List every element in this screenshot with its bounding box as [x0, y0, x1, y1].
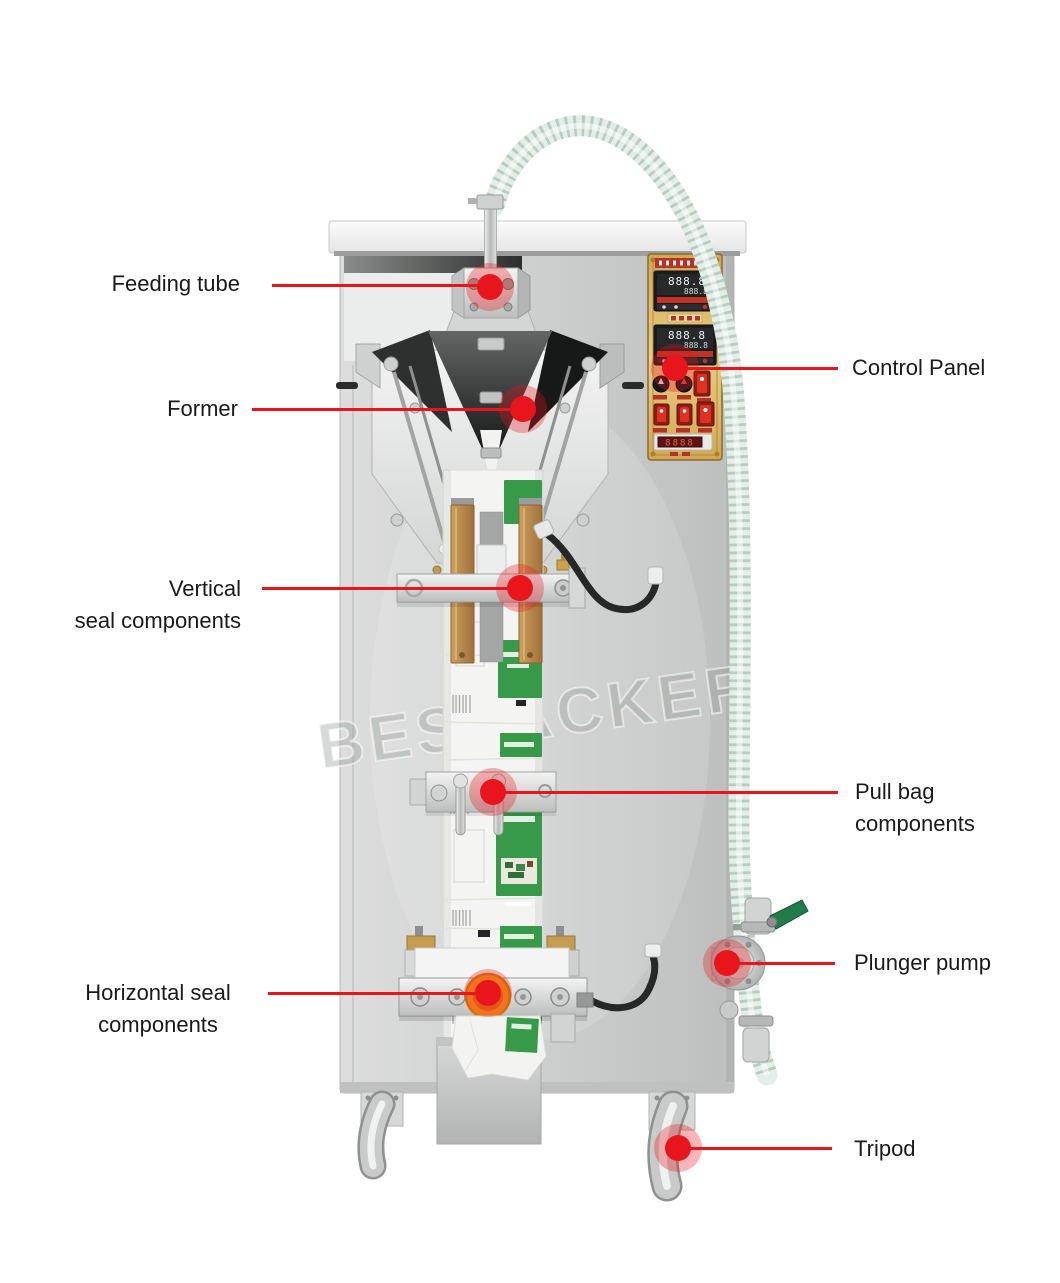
leader-line [272, 284, 490, 287]
svg-text:888.8: 888.8 [684, 341, 708, 350]
finished-bag-tail [451, 1015, 547, 1081]
annotation-label: Horizontal seal components [85, 980, 231, 1037]
leader-line [677, 367, 838, 370]
panel-knobs [652, 370, 715, 433]
callout-dot [477, 274, 503, 300]
callout-dot [714, 950, 740, 976]
callout-dot [475, 980, 501, 1006]
svg-text:8888: 8888 [665, 439, 695, 449]
leader-line [262, 587, 520, 590]
annotation-label: Plunger pump [854, 950, 991, 975]
callout-dot [510, 396, 536, 422]
cables [533, 519, 664, 1012]
annotation-label: Feeding tube [111, 271, 240, 296]
former [336, 330, 644, 575]
leader-line [735, 962, 835, 965]
annotation-label: Vertical seal components [74, 576, 241, 633]
panel-counter: 8888 [653, 433, 713, 456]
leader-line [252, 408, 523, 411]
leader-line [493, 791, 838, 794]
temperature-controller-1: 888.8 888.8 [653, 270, 717, 312]
callout-dot [507, 575, 533, 601]
svg-text:888.8: 888.8 [684, 287, 708, 296]
leader-line [268, 992, 488, 995]
callout-dot [662, 355, 688, 381]
annotation-label: Tripod [854, 1136, 916, 1161]
callout-dot [665, 1135, 691, 1161]
annotation-label: Former [167, 396, 238, 421]
annotation-label: Pull bag components [855, 779, 975, 836]
feeding-tube [445, 194, 537, 355]
callout-dot [480, 779, 506, 805]
svg-text:888.8: 888.8 [668, 275, 706, 288]
leader-line [686, 1147, 832, 1150]
tripod-feet [357, 1090, 696, 1202]
svg-text:888.8: 888.8 [668, 329, 706, 342]
annotation-label: Control Panel [852, 355, 986, 380]
control-panel: 888.8 888.8 888.8 888.8 [647, 253, 723, 461]
